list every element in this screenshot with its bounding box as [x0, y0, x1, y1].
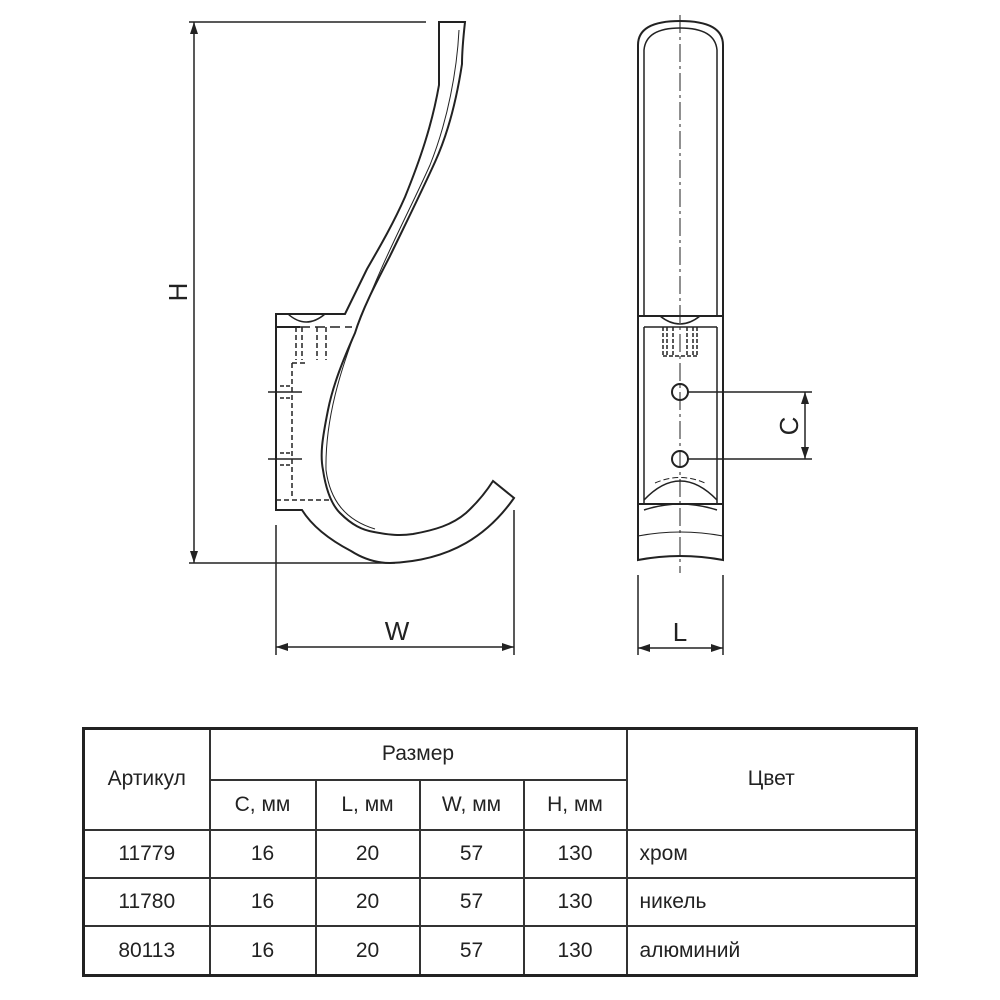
cell-w: 57	[418, 876, 525, 928]
cell-c: 16	[208, 876, 317, 928]
table-row: 11779 16 20 57 130 хром	[82, 828, 918, 879]
cell-l: 20	[314, 925, 421, 977]
header-h: H, мм	[522, 778, 628, 831]
header-c: C, мм	[208, 778, 317, 831]
dimension-c-label: C	[774, 417, 804, 436]
dimension-l-label: L	[673, 617, 687, 647]
hook-outline	[275, 21, 516, 565]
dimension-h-label: H	[163, 283, 193, 302]
table-row: 11780 16 20 57 130 никель	[82, 876, 918, 928]
cell-article: 11780	[82, 876, 211, 928]
dimension-w	[275, 510, 515, 655]
cell-color: никель	[625, 876, 918, 928]
cell-w: 57	[418, 925, 525, 977]
cell-h: 130	[522, 876, 628, 928]
cell-h: 130	[522, 828, 628, 879]
dimension-l	[637, 575, 724, 655]
technical-drawing: H W C L	[163, 15, 812, 655]
dimension-w-label: W	[385, 616, 410, 646]
header-w: W, мм	[418, 778, 525, 831]
cell-c: 16	[208, 925, 317, 977]
spec-table: Артикул Размер Цвет C, мм L, мм W, мм H,…	[82, 727, 918, 977]
cell-l: 20	[314, 828, 421, 879]
cell-color: хром	[625, 828, 918, 879]
cell-article: 80113	[82, 925, 211, 977]
header-l: L, мм	[314, 778, 421, 831]
header-color: Цвет	[625, 727, 918, 831]
side-view-hook	[637, 15, 724, 573]
cell-color: алюминий	[625, 925, 918, 977]
cell-w: 57	[418, 828, 525, 879]
cell-l: 20	[314, 876, 421, 928]
header-size: Размер	[208, 727, 628, 781]
dimension-h	[189, 21, 426, 564]
table-row: 80113 16 20 57 130 алюминий	[82, 925, 918, 977]
cell-c: 16	[208, 828, 317, 879]
header-article: Артикул	[82, 727, 211, 831]
dimension-c	[688, 391, 812, 460]
front-view-hook	[268, 21, 516, 565]
cell-h: 130	[522, 925, 628, 977]
cell-article: 11779	[82, 828, 211, 879]
